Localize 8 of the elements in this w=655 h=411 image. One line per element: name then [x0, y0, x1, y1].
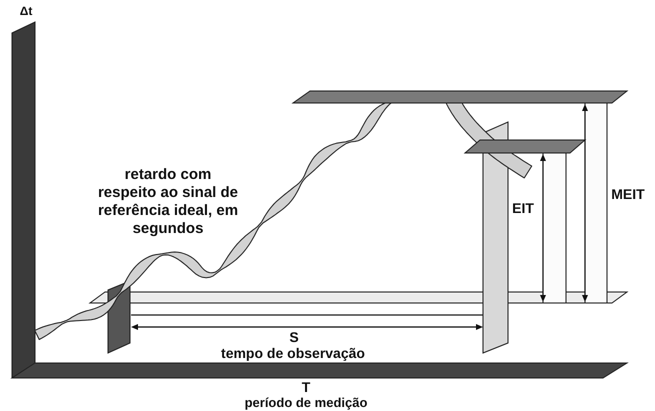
dimension-label: MEIT [611, 186, 645, 202]
dimension-label: EIT [512, 200, 534, 216]
dimension-caption: tempo de observação [221, 345, 365, 362]
curve-label: retardo com respeito ao sinal de referência ideal, em segundos [96, 166, 240, 238]
dimension-label: S [289, 329, 299, 346]
axis-caption: período de medição [244, 396, 368, 411]
axis-label: Δt [20, 5, 32, 19]
axis-label: T [302, 379, 310, 396]
